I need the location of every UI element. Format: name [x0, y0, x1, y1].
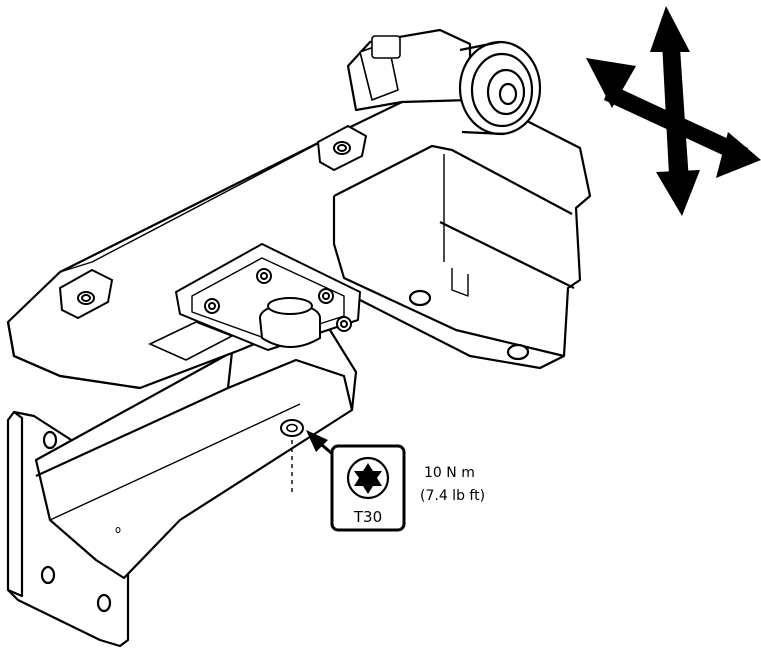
housing-hole-front [408, 289, 432, 307]
side-latch-left [58, 268, 114, 320]
tool-label: T30 [353, 508, 382, 526]
screw-icon [280, 419, 304, 437]
torx-tool-box: T30 [330, 444, 406, 532]
housing-label-area [148, 321, 234, 361]
housing-hole-rear [506, 343, 530, 361]
camera-lens-unit [346, 28, 542, 136]
four-way-arrows-icon [586, 6, 761, 216]
camera-housing [6, 90, 592, 390]
mount-hole-top [42, 430, 58, 450]
mount-hole-mid [40, 565, 56, 585]
bracket-joint [259, 297, 321, 348]
mount-hole-bottom [96, 593, 112, 613]
torque-imperial: (7.4 lb ft) [420, 488, 485, 504]
bracket-small-hole [115, 527, 121, 533]
torque-metric: 10 N m [424, 465, 475, 481]
side-latch-right [316, 124, 368, 172]
